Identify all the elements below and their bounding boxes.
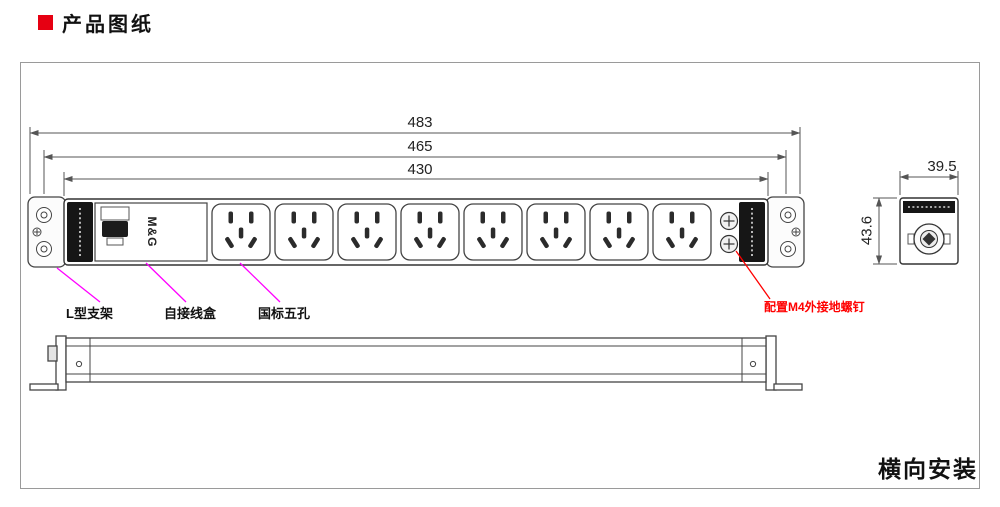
red-square-bullet [38, 15, 53, 30]
callout-bracket: L型支架 [66, 306, 113, 321]
dim-inner-width: 430 [407, 161, 433, 178]
side-view [873, 171, 959, 265]
junction-box-brand-label: M&G [145, 216, 159, 248]
orientation-label: 横向安装 [878, 456, 978, 482]
outlet-socket [337, 203, 397, 261]
left-end-cap [67, 202, 93, 262]
dim-side-height: 43.6 [858, 215, 876, 246]
drawing-frame [20, 62, 980, 489]
page-header: 产品图纸 [38, 8, 154, 37]
left-bracket [27, 196, 67, 268]
dim-side-width: 39.5 [927, 158, 957, 175]
right-end-cap [739, 202, 765, 262]
leader-junction-box [145, 262, 187, 303]
front-view [27, 196, 805, 268]
callout-junction-box: 自接线盒 [164, 306, 217, 321]
outlet-socket [274, 203, 334, 261]
outlet-socket [211, 203, 271, 261]
junction-box [94, 202, 208, 262]
leader-bracket [56, 267, 101, 303]
outlet-socket [400, 203, 460, 261]
callout-ground-screw: 配置M4外接地螺钉 [764, 300, 865, 314]
ground-screws [719, 211, 739, 254]
page-title: 产品图纸 [62, 14, 154, 36]
leader-ground-screw [735, 250, 771, 300]
outlet-socket [589, 203, 649, 261]
dim-overall-width: 483 [407, 114, 433, 131]
outlet-socket [463, 203, 523, 261]
callout-outlet: 国标五孔 [258, 306, 311, 321]
right-bracket [765, 196, 805, 268]
outlet-socket [526, 203, 586, 261]
profile-view [29, 335, 803, 391]
outlet-socket [652, 203, 712, 261]
leader-outlet [239, 262, 281, 303]
dimension-lines-top [29, 127, 801, 196]
dim-mounting-width: 465 [407, 138, 433, 155]
leader-lines [56, 250, 771, 303]
dimension-lines-side [873, 171, 959, 265]
